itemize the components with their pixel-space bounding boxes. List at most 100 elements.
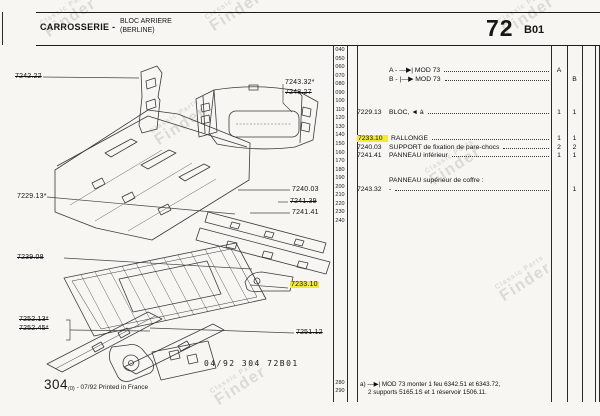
part-ref: 7243.32 <box>357 186 382 193</box>
margin-line-number: 110 <box>335 106 345 113</box>
footer-imprint: 304(0) - 07/92 Printed in France <box>44 377 148 392</box>
margin-line-number: 100 <box>335 98 345 105</box>
exploded-diagram <box>42 65 331 382</box>
footer-number: 304 <box>44 377 69 392</box>
part-callout: 7243.27 <box>285 89 312 96</box>
footer-sub: (0) <box>68 386 75 392</box>
dotted-leader <box>444 80 549 81</box>
qty-b: B <box>572 76 577 83</box>
part-callout: 7252.45* <box>19 325 49 332</box>
parts-row-support: 7240.03 SUPPORT de fixation de pare-chocs… <box>357 143 599 151</box>
subsection-line2: (BERLINE) <box>120 27 155 34</box>
part-callout: 7242.22 <box>15 73 42 80</box>
part-callout: 7252.13* <box>19 316 49 323</box>
margin-line-number: 230 <box>335 209 345 216</box>
qty-a: 1 <box>557 135 561 142</box>
parts-row-mod73-a: A - —▶| MOD 73 A <box>357 66 599 74</box>
part-callout: 7233.10 <box>290 281 319 288</box>
margin-line-number: 120 <box>335 115 345 122</box>
dotted-leader <box>503 148 549 149</box>
margin-line-number: 210 <box>335 192 345 199</box>
part-callout: 7239.08 <box>17 254 44 261</box>
qty-b: 1 <box>572 135 577 142</box>
part-desc: - <box>389 186 392 193</box>
watermark: Classic Parts Finder <box>493 254 555 305</box>
table-rule <box>595 46 596 402</box>
part-ref: 7241.41 <box>357 152 382 159</box>
margin-line-number: 170 <box>335 158 345 165</box>
group-heading: PANNEAU supérieur de coffre : <box>389 177 484 184</box>
part-desc: RALLONGE <box>391 135 429 142</box>
part-callout: 7241.39 <box>290 198 317 205</box>
margin-line-number: 140 <box>335 132 345 139</box>
part-callout: 7243.32* <box>285 79 315 86</box>
parts-row-heading: PANNEAU supérieur de coffre : <box>357 176 599 184</box>
dotted-leader <box>395 190 549 191</box>
leader-lines <box>42 76 295 341</box>
margin-line-number: 080 <box>335 81 345 88</box>
margin-line-number: 130 <box>335 123 345 130</box>
part-callout: 7251.12 <box>296 329 323 336</box>
qty-b: 1 <box>572 152 577 159</box>
dotted-leader <box>444 71 549 72</box>
qty-a: 1 <box>557 109 561 116</box>
qty-a: 1 <box>557 152 561 159</box>
margin-line-number: 040 <box>335 47 345 53</box>
margin-line-number: 180 <box>335 166 345 173</box>
header-bottom-rule <box>36 45 600 47</box>
parts-row-panneau-superieur: 7243.32- 1 <box>357 185 599 193</box>
part-desc: SUPPORT de fixation de pare-chocs <box>389 144 500 151</box>
qty-b: 1 <box>572 186 577 193</box>
footer-note: - 07/92 Printed in France <box>76 384 149 391</box>
qty-b: 2 <box>572 144 577 151</box>
part-callout: 7240.03 <box>292 186 319 193</box>
print-stamp: 04/92 304 72B01 <box>204 359 299 368</box>
rear-bloc-drawing <box>46 65 331 382</box>
part-ref: 7233.10 <box>357 135 388 142</box>
page-number: 72 <box>486 15 514 41</box>
margin-line-number: 220 <box>335 200 345 207</box>
margin-line-number: 050 <box>335 55 345 62</box>
subsection-line1: BLOC ARRIERE <box>120 18 172 25</box>
margin-line-number: 280 <box>335 380 345 386</box>
page-code: B01 <box>524 24 545 36</box>
table-rule <box>567 46 568 402</box>
subsection-title: BLOC ARRIERE (BERLINE) <box>120 17 172 35</box>
qty-b: 1 <box>572 109 577 116</box>
footnote-line2: 2 supports 5165.1S et 1 réservoir 1506.1… <box>368 389 487 396</box>
dotted-leader <box>432 139 549 140</box>
margin-line-number: 190 <box>335 175 345 182</box>
table-rule <box>551 46 552 402</box>
margin-line-number: 240 <box>335 217 345 224</box>
table-rule <box>357 46 358 402</box>
header-top-rule <box>36 12 600 14</box>
margin-line-number: 200 <box>335 183 345 190</box>
part-ref: 7229.13 <box>357 109 382 116</box>
part-desc: B - |—▶ MOD 73 <box>389 76 441 83</box>
part-callout: 7241.41 <box>292 209 319 216</box>
qty-a: 2 <box>557 144 561 151</box>
left-edge-rule <box>2 12 3 45</box>
part-desc: PANNEAU inférieur <box>389 152 448 159</box>
table-rule <box>582 46 583 402</box>
part-desc: A - —▶| MOD 73 <box>389 67 441 74</box>
margin-line-number: 290 <box>335 387 345 394</box>
part-ref: 7240.03 <box>357 144 382 151</box>
margin-line-number: 090 <box>335 89 345 96</box>
table-rule <box>333 46 334 402</box>
qty-a: A <box>556 67 562 74</box>
margin-line-number: 150 <box>335 141 345 148</box>
section-title: CARROSSERIE - <box>40 22 116 32</box>
footnote-line1: a) —▶| MOD 73 monter 1 feu 6342.51 et 63… <box>360 381 501 388</box>
margin-line-number: 060 <box>335 64 345 71</box>
parts-row-mod73-b: B - |—▶ MOD 73 B <box>357 75 599 83</box>
margin-line-number: 160 <box>335 149 345 156</box>
margin-line-number: 070 <box>335 72 345 79</box>
part-callout: 7229.13* <box>17 193 47 200</box>
dotted-leader <box>451 156 549 157</box>
